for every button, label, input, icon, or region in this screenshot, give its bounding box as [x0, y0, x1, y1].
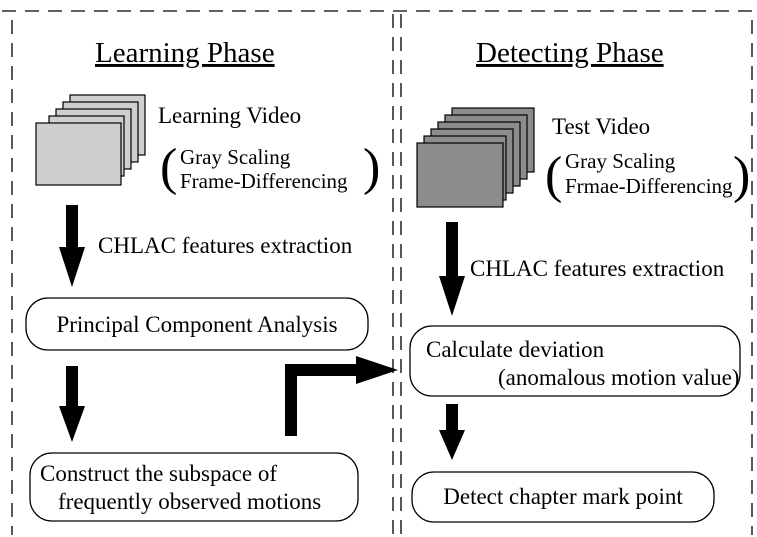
learning-feature-label: CHLAC features extraction [98, 233, 353, 258]
learning-prep-line2: Frame-Differencing [180, 169, 348, 193]
pca-box [25, 297, 369, 351]
panel-borders [2, 10, 755, 535]
subspace-box-line2: frequently observed motions [58, 489, 321, 514]
deviation-box-line2: (anomalous motion value) [498, 365, 739, 390]
detecting-phase-title: Detecting Phase [476, 37, 664, 69]
chapter-mark-box-label: Detect chapter mark point [443, 484, 683, 509]
subspace-box [29, 452, 359, 522]
learning-down-arrow-2 [59, 366, 85, 442]
test-video-label: Test Video [552, 114, 650, 139]
learning-prep-close-paren: ) [363, 139, 380, 196]
video-frame [35, 122, 122, 186]
learning-video-label: Learning Video [158, 103, 301, 128]
learning-prep-open-paren: ( [160, 139, 177, 196]
detecting-down-arrow-1 [439, 222, 465, 316]
video-frame [416, 142, 504, 208]
subspace-to-deviation-arrow [285, 356, 398, 436]
deviation-box [409, 325, 741, 397]
detecting-prep-close-paren: ) [733, 147, 750, 204]
learning-down-arrow-1 [59, 205, 85, 287]
detecting-feature-label: CHLAC features extraction [470, 256, 725, 281]
learning-prep-line1: Gray Scaling [180, 145, 291, 169]
detecting-down-arrow-2 [439, 404, 465, 460]
deviation-box-line1: Calculate deviation [426, 337, 605, 362]
subspace-box-line1: Construct the subspace of [40, 461, 277, 486]
pca-box-label: Principal Component Analysis [56, 312, 337, 337]
detecting-prep-line2: Frmae-Differencing [565, 174, 733, 198]
chapter-mark-box [411, 471, 715, 523]
detecting-prep-open-paren: ( [545, 147, 562, 204]
learning-phase-title: Learning Phase [95, 37, 275, 69]
detecting-prep-line1: Gray Scaling [565, 149, 676, 173]
learning-video-frames-icon [35, 94, 146, 186]
test-video-frames-icon [416, 107, 535, 208]
